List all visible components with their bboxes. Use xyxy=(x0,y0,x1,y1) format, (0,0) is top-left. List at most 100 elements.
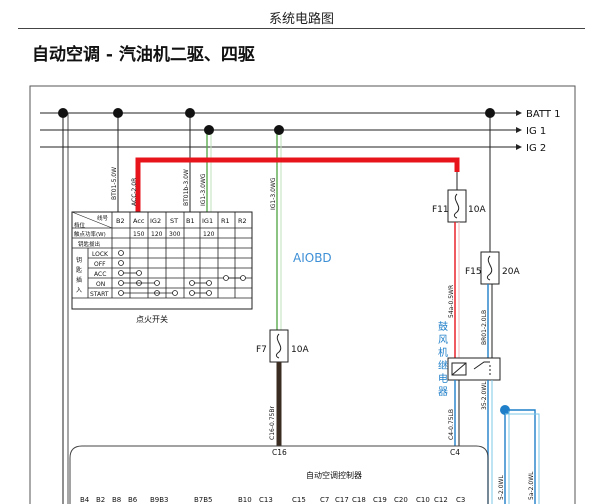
fuse-f7: F7 10A xyxy=(256,329,309,363)
pin-label: B4 xyxy=(80,496,90,504)
fuse-f15: F15 20A xyxy=(465,251,520,285)
switch-key-label: 钥匙拔出 xyxy=(78,240,100,248)
switch-corner-bottom: 档位 xyxy=(74,221,86,229)
pin-label: C19 xyxy=(373,496,387,504)
relay-label-char: 风 xyxy=(438,334,448,346)
wire-label-acc: ACC-2.0R xyxy=(131,178,138,206)
switch-col-r1: R1 xyxy=(221,217,230,225)
fuse-symbol-icon xyxy=(275,333,282,359)
fuse-f7-amp: 10A xyxy=(291,345,309,355)
pin-label: C3 xyxy=(456,496,465,504)
wire-label-5: 5-2.0WL xyxy=(498,475,505,500)
switch-col-b2: B2 xyxy=(116,217,125,225)
switch-pos-char: 匙 xyxy=(76,266,82,274)
pin-label: B10 xyxy=(238,496,252,504)
junction-dot xyxy=(113,108,123,118)
rail-batt1-label: BATT 1 xyxy=(526,109,561,120)
switch-corner-top: 线号 xyxy=(97,214,109,222)
pin-c4: C4 xyxy=(450,448,460,457)
fuse-f15-amp: 20A xyxy=(502,267,520,277)
wire-acc-red xyxy=(135,157,460,212)
junction-dot xyxy=(485,108,495,118)
switch-pos-on: ON xyxy=(96,281,105,288)
switch-col-acc: Acc xyxy=(133,217,145,225)
switch-col-r2: R2 xyxy=(238,217,247,225)
relay-label-char: 器 xyxy=(438,386,448,398)
fuse-symbol-icon xyxy=(486,255,493,281)
blower-relay xyxy=(447,357,501,381)
rail-ig1-label: IG 1 xyxy=(526,126,546,137)
wire-w5b xyxy=(505,409,536,504)
switch-power-acc: 150 xyxy=(133,231,145,238)
relay-label-char: 继 xyxy=(438,359,448,372)
switch-power-st: 300 xyxy=(169,231,181,238)
switch-caption: 点火开关 xyxy=(136,314,168,324)
doc-title: 系统电路图 xyxy=(268,12,334,27)
rail-ig1-arrow xyxy=(516,127,522,133)
wire-label-bt01: BT01-5.0W xyxy=(111,167,118,200)
pin-label: B6 xyxy=(128,496,138,504)
pin-label: C13 xyxy=(259,496,273,504)
wire-label-f7: C16-0.75Br xyxy=(269,406,276,440)
switch-pos-char: 插 xyxy=(76,276,82,284)
controller-name: 自动空调控制器 xyxy=(306,470,362,480)
switch-col-st: ST xyxy=(170,217,178,225)
controller-pins: B4 B2 B8 B6 B9B3 B7B5 B10 C13 C15 C7 C17… xyxy=(80,496,465,504)
pin-label: B2 xyxy=(96,496,105,504)
pin-label: C7 xyxy=(320,496,329,504)
wire-w5b-stripe xyxy=(505,413,540,504)
switch-pos-off: OFF xyxy=(94,261,106,268)
switch-pos-lock: LOCK xyxy=(92,251,109,258)
pin-label: C10 xyxy=(416,496,430,504)
pin-label: C18 xyxy=(352,496,366,504)
diagram-frame xyxy=(29,85,576,504)
switch-pos-start: START xyxy=(90,291,109,298)
wire-label-f15: BR01-2.0LB xyxy=(481,310,488,345)
fuse-symbol-icon xyxy=(453,193,460,219)
switch-contact-links xyxy=(123,272,241,294)
junction-dot xyxy=(58,108,68,118)
wire-label-ig1: IG1-3.0WG xyxy=(200,173,207,206)
fuse-f11: F11 10A xyxy=(432,189,486,223)
relay-label-char: 电 xyxy=(438,372,448,385)
junction-dot xyxy=(204,125,214,135)
relay-label-char: 鼓 xyxy=(438,320,448,333)
relay-label: 鼓 风 机 继 电 器 xyxy=(438,320,448,398)
pin-label: C12 xyxy=(434,496,448,504)
pin-label: C15 xyxy=(292,496,306,504)
junction-dot xyxy=(274,125,284,135)
fuse-f11-id: F11 xyxy=(432,205,449,215)
wire-label-f11: 54a-0.5WR xyxy=(448,285,455,318)
wire-label-bt01b: BT01b-3.0W xyxy=(183,169,190,206)
fuse-f11-amp: 10A xyxy=(468,205,486,215)
switch-power-label: 触点功率(W) xyxy=(74,230,106,238)
wire-label-ig1b: IG1-3.0WG xyxy=(270,177,277,210)
relay-contact-icon xyxy=(473,361,490,370)
rail-ig2-label: IG 2 xyxy=(526,143,546,154)
wire-label-35: 35-2.0WL xyxy=(481,381,488,410)
header-rule xyxy=(18,28,585,29)
switch-contacts xyxy=(118,250,246,296)
pin-c16: C16 xyxy=(272,448,287,457)
fuse-f15-id: F15 xyxy=(465,267,482,277)
pin-label: B9B3 xyxy=(150,496,169,504)
pin-label: C20 xyxy=(394,496,408,504)
ac-controller: C16 C4 自动空调控制器 xyxy=(69,445,489,504)
switch-pos-acc: ACC xyxy=(94,271,106,278)
relay-label-char: 机 xyxy=(438,346,448,359)
wire-label-5a: 5a-2.0WL xyxy=(528,471,535,500)
section-title: 自动空调 - 汽油机二驱、四驱 xyxy=(32,45,255,65)
switch-col-b1: B1 xyxy=(186,217,195,225)
junction-dot xyxy=(185,108,195,118)
rail-ig2-arrow xyxy=(516,144,522,150)
switch-power-ig1: 120 xyxy=(203,231,215,238)
switch-col-ig1: IG1 xyxy=(202,217,213,225)
relay-coil-diagonal xyxy=(451,362,467,376)
watermark: AIOBD xyxy=(293,251,332,265)
pin-label: C17 xyxy=(335,496,349,504)
switch-col-ig2: IG2 xyxy=(150,217,161,225)
switch-pos-char: 钥 xyxy=(76,256,82,264)
fuse-f7-id: F7 xyxy=(256,345,267,355)
pin-label: B7B5 xyxy=(194,496,213,504)
